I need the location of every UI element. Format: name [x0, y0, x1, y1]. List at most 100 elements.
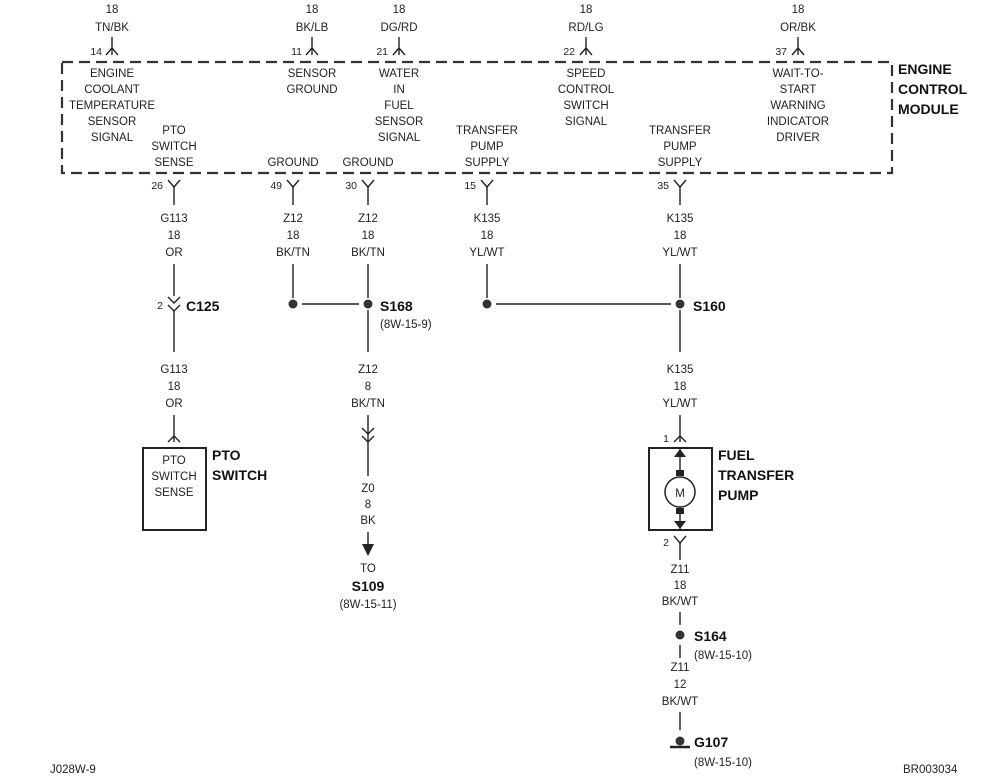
wire-circuit: Z11: [671, 662, 690, 674]
wire-gauge: 18: [306, 4, 319, 16]
circuit-label: COOLANT: [84, 84, 140, 96]
destination-ref: (8W-15-11): [339, 599, 396, 611]
circuit-label: ENGINE: [90, 68, 134, 80]
pto-switch-name: PTO: [212, 447, 241, 463]
circuit-label: GROUND: [342, 157, 393, 169]
wire-color: BK/TN: [276, 247, 310, 259]
circuit-label: SUPPLY: [658, 157, 703, 169]
wire-gauge: 18: [287, 230, 300, 242]
wire-color: OR: [165, 247, 182, 259]
wire-color: RD/LG: [568, 22, 603, 34]
splice-name: S164: [694, 628, 727, 644]
circuit-label: PUMP: [470, 141, 504, 153]
pin-number: 30: [345, 180, 357, 192]
pin-number: 15: [464, 180, 476, 192]
footer-left-code: J028W-9: [50, 764, 96, 776]
splice-dot: [363, 299, 373, 309]
wire-circuit: Z0: [361, 483, 374, 495]
circuit-label: SENSOR: [375, 116, 424, 128]
pto-switch-inner-label: PTO: [162, 455, 185, 467]
ground-icon: [675, 736, 685, 746]
wire-color: BK/LB: [296, 22, 329, 34]
wire-circuit: Z11: [671, 564, 690, 576]
circuit-label: SENSOR: [88, 116, 137, 128]
pump-name: TRANSFER: [718, 467, 794, 483]
circuit-label: IN: [393, 84, 405, 96]
splice-dot: [482, 299, 492, 309]
top-circuit-pin-11: 18 BK/LB 11 SENSOR GROUND: [286, 4, 337, 96]
circuit-label: TRANSFER: [649, 125, 711, 137]
ground-name: G107: [694, 734, 728, 750]
bottom-circuit-pin-35: TRANSFER PUMP SUPPLY 35 K135 18 YL/WT: [649, 125, 711, 298]
circuit-label: SENSE: [155, 157, 194, 169]
bottom-circuit-pin-26: PTO SWITCH SENSE 26 G113 18 OR: [151, 125, 197, 296]
circuit-label: SIGNAL: [565, 116, 608, 128]
pto-switch-inner-label: SWITCH: [151, 471, 196, 483]
wire-color: BK/WT: [662, 596, 698, 608]
pump-name: PUMP: [718, 487, 758, 503]
wire-color: DG/RD: [380, 22, 417, 34]
arrow-up-icon: [674, 449, 686, 457]
splice-dot: [675, 630, 685, 640]
splice-name: S168: [380, 298, 413, 314]
circuit-label: SWITCH: [151, 141, 196, 153]
wire-gauge: 18: [393, 4, 406, 16]
circuit-label: PUMP: [663, 141, 697, 153]
bottom-circuit-pin-15: TRANSFER PUMP SUPPLY 15 K135 18 YL/WT: [456, 125, 518, 298]
wire-circuit: Z12: [358, 213, 378, 225]
wire-color: OR: [165, 398, 182, 410]
wire-color: OR/BK: [780, 22, 816, 34]
wire-gauge: 18: [168, 381, 181, 393]
wire-gauge: 8: [365, 499, 371, 511]
ecm-title-line-2: CONTROL: [898, 81, 968, 97]
splice-s164: S164 (8W-15-10) Z11 12 BK/WT: [662, 628, 752, 730]
wire-circuit: K135: [474, 213, 501, 225]
wire-circuit: K135: [667, 213, 694, 225]
ecm-title-line-3: MODULE: [898, 101, 959, 117]
footer-right-code: BR003034: [903, 764, 958, 776]
wire-gauge: 18: [674, 580, 687, 592]
splice-name: S160: [693, 298, 726, 314]
pto-switch-inner-label: SENSE: [155, 487, 194, 499]
splice-s168: S168 (8W-15-9) Z12 8 BK/TN Z0 8 BK TO S1…: [288, 298, 432, 611]
pin-number: 35: [657, 180, 669, 192]
pin-number: 26: [151, 180, 163, 192]
circuit-label: DRIVER: [776, 132, 819, 144]
pto-switch: PTO SWITCH SENSE PTO SWITCH: [142, 447, 267, 531]
wire-color: YL/WT: [662, 247, 697, 259]
wire-gauge: 18: [106, 4, 119, 16]
wire-gauge: 18: [362, 230, 375, 242]
circuit-label: GROUND: [267, 157, 318, 169]
wire-gauge: 12: [674, 679, 687, 691]
circuit-label: SIGNAL: [378, 132, 421, 144]
circuit-label: SIGNAL: [91, 132, 134, 144]
circuit-label: WAIT-TO-: [772, 68, 823, 80]
to-label: TO: [360, 563, 376, 575]
pump-pin-top: 1: [663, 433, 669, 445]
wire-color: YL/WT: [662, 398, 697, 410]
wire-circuit: K135: [667, 364, 694, 376]
pin-number: 14: [90, 46, 102, 58]
connector-pin: 2: [157, 300, 163, 312]
top-circuit-pin-22: 18 RD/LG 22 SPEED CONTROL SWITCH SIGNAL: [558, 4, 615, 128]
pin-number: 37: [775, 46, 787, 58]
fuel-transfer-pump: 1 M FUEL TRANSFER PUMP 2 Z11 18 BK/WT: [648, 433, 794, 625]
bottom-circuit-pin-30: GROUND 30 Z12 18 BK/TN: [342, 157, 394, 298]
pump-name: FUEL: [718, 447, 755, 463]
top-circuit-pin-21: 18 DG/RD 21 WATER IN FUEL SENSOR SIGNAL: [375, 4, 424, 144]
pto-switch-box: [142, 447, 207, 531]
circuit-label: INDICATOR: [767, 116, 829, 128]
wire-gauge: 18: [674, 381, 687, 393]
circuit-label: SPEED: [567, 68, 606, 80]
ecm-boundary: [60, 60, 894, 175]
circuit-label: PTO: [162, 125, 185, 137]
wire-circuit: Z12: [358, 364, 378, 376]
arrow-down-icon: [362, 544, 374, 556]
pump-pin-bottom: 2: [663, 537, 669, 549]
circuit-label: FUEL: [384, 100, 414, 112]
splice-dot: [288, 299, 298, 309]
connector-c125: 2 C125 G113 18 OR: [157, 296, 220, 443]
circuit-label: CONTROL: [558, 84, 615, 96]
top-circuit-pin-14: 18 TN/BK 14 ENGINE COOLANT TEMPERATURE S…: [69, 4, 155, 144]
